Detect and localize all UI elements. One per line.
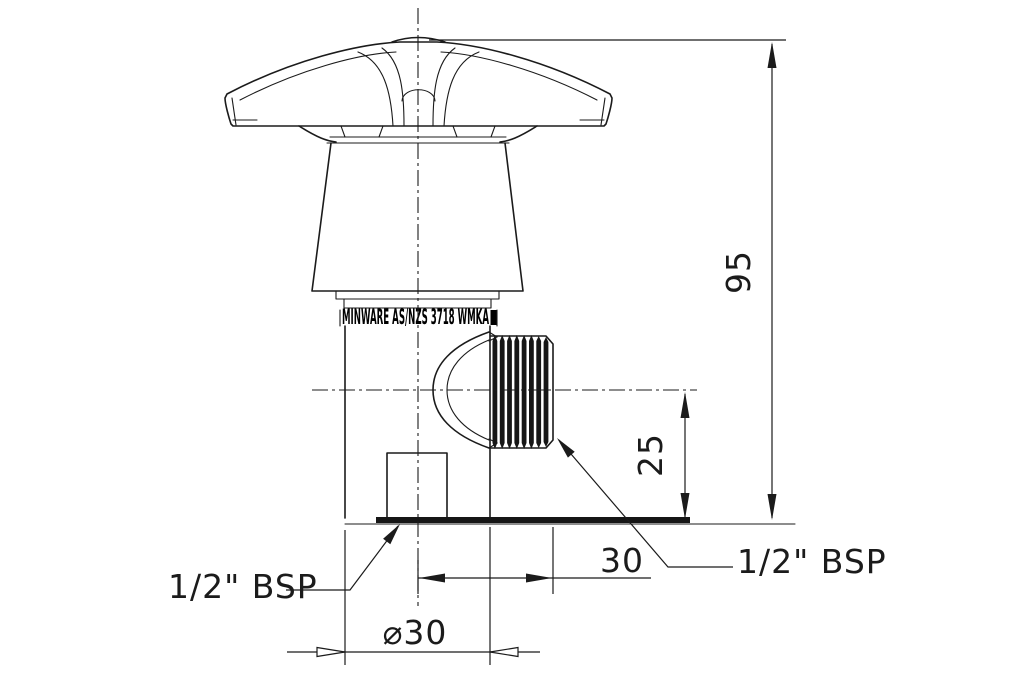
dim30-label: 30	[600, 541, 644, 580]
outlet-block	[386, 452, 448, 519]
dia30-label: ⌀30	[383, 613, 448, 652]
handle-hub-curve-right-outer	[443, 51, 480, 127]
right-bsp-arrowhead	[557, 438, 575, 458]
dimension-25: 25	[631, 392, 690, 519]
right-bsp-leader-line	[558, 439, 733, 568]
dim95-arrow-down	[767, 494, 777, 520]
dim25-label: 25	[631, 433, 670, 477]
handle-inner-top-right	[440, 51, 598, 101]
dia30-arrow-right	[489, 646, 519, 658]
dimension-dia30: ⌀30	[287, 527, 540, 665]
handle-inner-top-left	[239, 51, 397, 101]
body-sides	[344, 325, 491, 519]
thread-body-outline	[490, 335, 554, 449]
skirt-lug-left	[340, 125, 384, 138]
valve-outline: MINWARE AS/NZS 3718 WMKA	[224, 36, 796, 525]
leader-left-bsp: 1/2" BSP	[168, 524, 400, 606]
leader-right-bsp: 1/2" BSP	[557, 438, 887, 581]
marking-logo-block	[490, 310, 497, 325]
centerlines	[312, 8, 697, 606]
skirt-lug-right	[452, 125, 496, 138]
thread-ribs	[492, 335, 549, 449]
dimension-95: 95	[429, 39, 786, 520]
thread-start-notch-top	[488, 331, 499, 342]
base-plate	[344, 517, 796, 525]
bonnet	[311, 142, 524, 309]
thread-outlet	[432, 331, 554, 449]
base-thick-bar	[376, 517, 690, 523]
dim95-arrow-up	[767, 42, 777, 68]
dim30-arrow-right	[526, 573, 552, 583]
left-bsp-leader-line	[286, 525, 399, 591]
right-bsp-label: 1/2" BSP	[737, 542, 887, 581]
skirt-flare-right	[499, 125, 538, 143]
body	[344, 325, 491, 519]
handle-tip-left-face	[231, 97, 258, 126]
dim25-arrow-down	[680, 493, 690, 519]
left-bsp-label: 1/2" BSP	[168, 567, 318, 606]
left-bsp-arrowhead	[383, 524, 400, 545]
marking-band-ends	[339, 309, 498, 327]
dim25-arrow-up	[680, 392, 690, 418]
handle-hub-curve-left-inner	[381, 47, 405, 127]
body-marking: MINWARE AS/NZS 3718 WMKA	[339, 306, 498, 330]
handle-hub-curve-right-inner	[432, 47, 456, 127]
dia30-arrow-left	[316, 646, 346, 658]
handle-tip-right-face	[579, 97, 606, 126]
dim30-arrow-left	[419, 573, 445, 583]
marking-text: MINWARE AS/NZS 3718 WMKA	[342, 306, 489, 330]
handle-hub-curve-left-outer	[357, 51, 394, 127]
dimension-30: 30	[417, 527, 651, 594]
dim95-label: 95	[719, 250, 758, 294]
skirt-flare-left	[298, 125, 337, 143]
